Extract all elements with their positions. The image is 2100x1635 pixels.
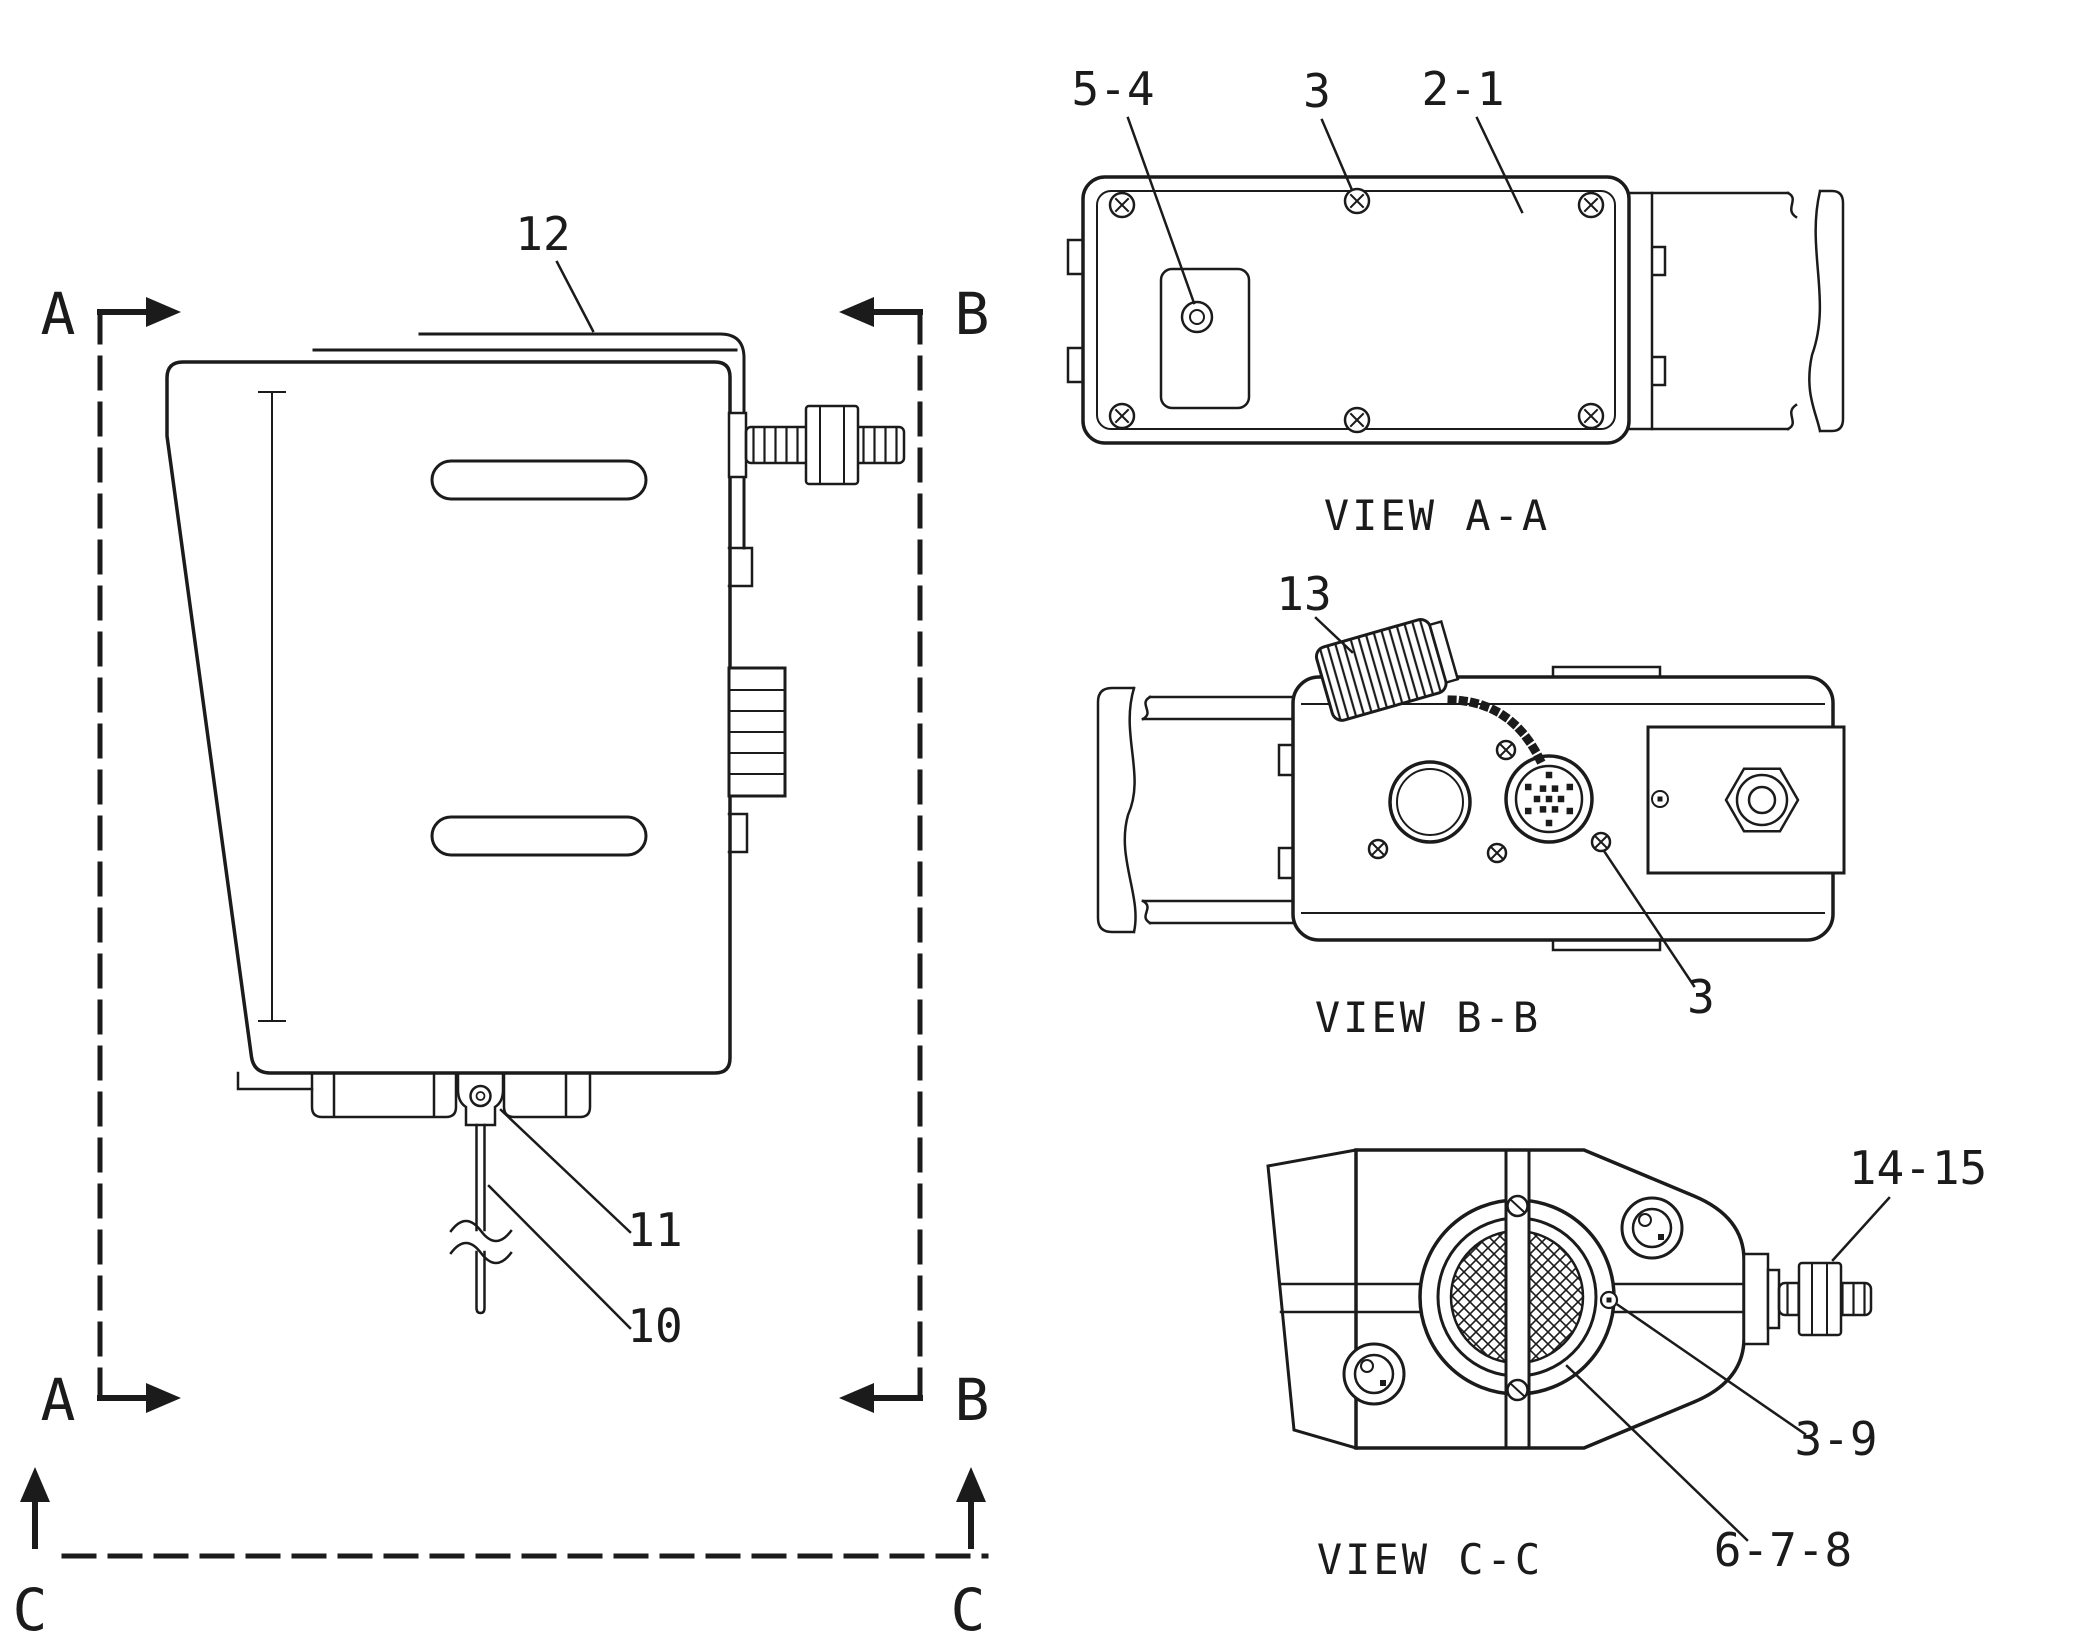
callout-10: 10 xyxy=(627,1299,682,1353)
bb-panel-screws xyxy=(1367,739,1612,864)
bb-strap-break-squiggles xyxy=(1141,695,1152,925)
bb-blank-receptacle-inner xyxy=(1396,768,1464,836)
bottom-right-foot xyxy=(502,1071,592,1119)
control-box-outline xyxy=(165,360,732,1075)
bb-dust-cap xyxy=(1314,618,1460,722)
cc-hex-nut-facets xyxy=(1811,1262,1828,1336)
detail-inner xyxy=(1631,1207,1673,1249)
aa-plug-hole-inner xyxy=(1189,309,1205,325)
cc-rear-wedge xyxy=(1266,1148,1358,1450)
view-cc-title: VIEW C-C xyxy=(1317,1535,1543,1584)
cc-round-detail-upper xyxy=(1620,1196,1684,1260)
bb-body-tabs xyxy=(1551,665,1662,952)
section-arrow-stems xyxy=(32,309,974,1549)
bb-pin-connector-inner xyxy=(1514,764,1584,834)
aa-left-tabs xyxy=(1066,238,1085,384)
cc-clamp-strap-underlay xyxy=(1506,1152,1529,1446)
cc-stud-flange xyxy=(1766,1268,1781,1330)
detail-pin xyxy=(1360,1359,1374,1373)
detail-pin xyxy=(1638,1213,1652,1227)
view-c-c: 14-15 3-9 6-7-8 VIEW C-C xyxy=(1266,1141,1987,1584)
cc-clamp-strap-edges xyxy=(1504,1150,1531,1448)
bb-strap-end-cap xyxy=(1096,686,1137,934)
mounting-bracket-outline xyxy=(312,332,746,550)
cc-leader-lines xyxy=(1565,1196,1891,1542)
cutting-plane-dashed-lines xyxy=(61,309,989,1559)
aa-leader-lines xyxy=(1126,116,1524,305)
screw-cross-slots xyxy=(1371,743,1608,860)
bottom-left-step xyxy=(236,1071,314,1091)
section-letter-a-bottom: A xyxy=(41,1366,76,1434)
cable-grommet-inner xyxy=(475,1091,486,1101)
section-letter-a-top: A xyxy=(41,280,76,348)
dust-cap-collar xyxy=(1428,619,1460,685)
cooling-slot-lower xyxy=(430,815,648,857)
bb-connector-pins xyxy=(1524,771,1574,827)
stud-base-plate xyxy=(727,411,748,479)
cc-strap-screw-top-slot xyxy=(1509,1198,1526,1214)
callout-3-aa: 3 xyxy=(1303,64,1331,118)
aa-bracket-plate xyxy=(1628,191,1667,431)
section-letter-c-right: C xyxy=(951,1576,986,1635)
callout-14-15: 14-15 xyxy=(1849,1141,1987,1195)
harness-wire xyxy=(475,1123,486,1315)
cable-grommet xyxy=(469,1084,492,1108)
cc-round-detail-lower xyxy=(1342,1342,1406,1406)
bottom-left-foot xyxy=(310,1071,458,1119)
callout-11: 11 xyxy=(627,1203,682,1257)
callout-12: 12 xyxy=(515,207,570,261)
view-a-a: 5-4 3 2-1 VIEW A-A xyxy=(1066,62,1845,540)
callout-13: 13 xyxy=(1276,567,1331,621)
aa-bracket-end-cap xyxy=(1808,189,1845,433)
aa-bracket-arm xyxy=(1650,191,1790,431)
stud-hex-nut-facets xyxy=(819,405,845,485)
aa-bracket-break-squiggles xyxy=(1786,191,1798,431)
callout-2-1: 2-1 xyxy=(1421,62,1504,116)
aa-mounting-bracket-broken xyxy=(1628,189,1845,433)
detail-inner xyxy=(1353,1353,1395,1395)
cc-mounting-stud xyxy=(1742,1252,1873,1346)
detail-outer xyxy=(1342,1342,1406,1406)
detail-outer xyxy=(1620,1196,1684,1260)
side-connector-fins xyxy=(728,689,786,775)
section-letter-c-left: C xyxy=(13,1576,48,1635)
aa-cover-screws xyxy=(1108,187,1605,434)
dimension-extent-line xyxy=(258,391,286,1022)
cc-strap-screw-bottom-slot xyxy=(1509,1382,1526,1398)
cc-hex-nut xyxy=(1797,1261,1843,1337)
cutting-plane-markers: A A B B C C xyxy=(13,280,990,1635)
cc-seam-lines xyxy=(1278,1282,1746,1314)
screw-cross-slots xyxy=(1114,193,1599,428)
main-view-leader-lines xyxy=(487,260,632,1330)
cooling-slot-upper xyxy=(430,459,648,501)
section-letter-b-top: B xyxy=(955,280,990,348)
side-tabs xyxy=(727,546,754,854)
aa-plug-hole xyxy=(1180,300,1214,334)
wire-break-symbol xyxy=(449,1219,513,1265)
view-aa-title: VIEW A-A xyxy=(1324,491,1550,540)
view-b-b: 13 3 VIEW B-B xyxy=(1096,567,1846,1042)
section-letter-b-bottom: B xyxy=(955,1366,990,1434)
main-side-view: 12 11 10 xyxy=(165,207,906,1353)
aa-plug-plate xyxy=(1159,267,1251,410)
bb-strap-rails xyxy=(1141,695,1295,925)
callout-6-7-8: 6-7-8 xyxy=(1714,1523,1852,1577)
bb-mounting-strap-broken xyxy=(1096,686,1295,934)
callout-5-4: 5-4 xyxy=(1071,62,1154,116)
bb-fitting-bore xyxy=(1747,785,1777,815)
bb-blank-receptacle xyxy=(1388,760,1472,844)
view-bb-title: VIEW B-B xyxy=(1315,993,1541,1042)
cc-stud-plate xyxy=(1742,1252,1770,1346)
callout-3-bb: 3 xyxy=(1687,970,1715,1024)
bb-strap-tabs xyxy=(1277,743,1295,880)
cable-clamp-outline xyxy=(456,1071,505,1127)
stud-hex-nut xyxy=(804,404,860,486)
bb-leader-lines xyxy=(1314,616,1696,988)
bb-cap-chain xyxy=(1447,695,1547,767)
callout-3-9: 3-9 xyxy=(1794,1412,1877,1466)
bb-fitting-ring xyxy=(1735,773,1789,827)
